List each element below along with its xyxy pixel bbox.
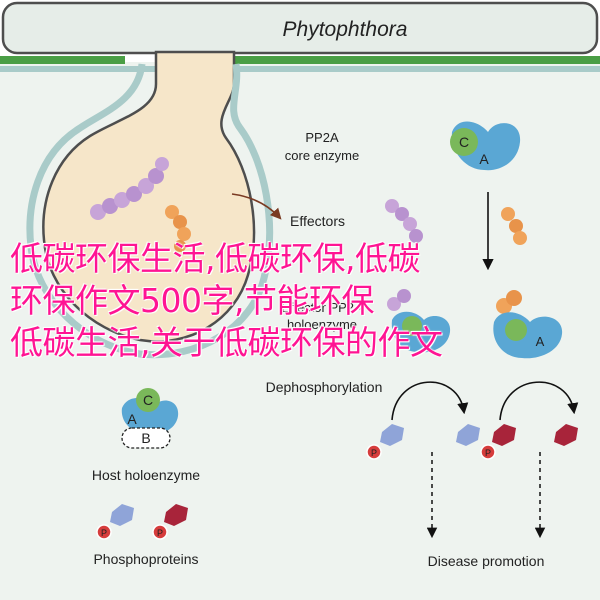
eff-holo-subunit-a-label: A (536, 334, 545, 349)
core-subunit-c-label: C (459, 134, 469, 150)
phospho-mark-1: P (371, 448, 377, 458)
effectors-label: Effectors (290, 213, 345, 229)
free-effector-purple (385, 199, 423, 243)
extrahaustorial-membrane (26, 63, 273, 359)
host-holoenzyme-label: Host holoenzyme (92, 467, 200, 483)
host-subunit-c-label: C (143, 392, 153, 408)
disease-promotion-label: Disease promotion (428, 553, 545, 569)
phospho-mark-2: P (485, 448, 491, 458)
free-effector-orange (501, 207, 527, 245)
phosphoprotein-red: P (152, 504, 188, 540)
pp2a-core-enzyme: A C (450, 121, 521, 171)
secretion-arrow (231, 193, 282, 220)
dephos-arrow-left (391, 381, 469, 421)
phosphoprotein-blue: P (96, 504, 134, 540)
phospho-substrate-blue: P (366, 424, 404, 460)
host-holoenzyme: A C B (121, 388, 179, 449)
pathogen-banner (1, 1, 599, 55)
core-subunit-a-label: A (479, 151, 489, 167)
pathogen-label: Phytophthora (283, 18, 408, 41)
effector-holoenzyme-left (387, 289, 451, 353)
host-subunit-b-label: B (141, 430, 150, 446)
phospho-substrate-red: P (480, 424, 516, 460)
dephosphorylation-label: Dephosphorylation (266, 379, 383, 395)
pp2a-core-label-line1: PP2A (305, 130, 339, 145)
dephos-substrate-blue (456, 424, 480, 446)
dephos-arrow-right (499, 381, 579, 421)
dephos-substrate-red (554, 424, 578, 446)
host-subunit-a-label: A (127, 411, 137, 427)
pp2a-core-label-line2: core enzyme (285, 148, 359, 163)
effector-chain-purple (90, 157, 169, 220)
cell-wall-left (0, 56, 125, 64)
effector-holo-label-line1: Effector PP2A (281, 300, 363, 315)
effector-holoenzyme-right: A (493, 290, 563, 359)
phospho-mark-4: P (157, 528, 163, 538)
effector-chain-orange (165, 205, 191, 252)
effector-holo-label-line2: holoenzyme (287, 317, 357, 332)
cell-wall-right (234, 56, 600, 64)
phospho-mark-3: P (101, 528, 107, 538)
phosphoproteins-label: Phosphoproteins (93, 551, 198, 567)
haustorium (42, 50, 256, 343)
